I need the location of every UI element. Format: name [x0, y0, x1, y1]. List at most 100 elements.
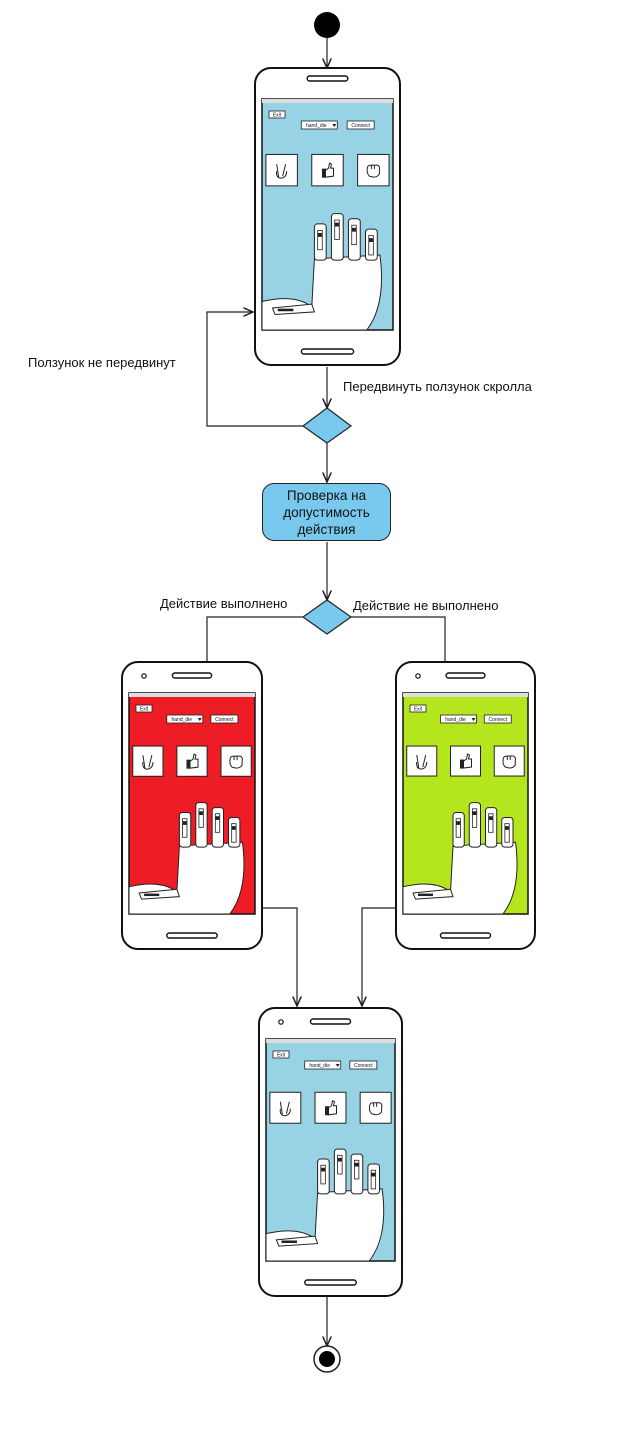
finger-slider-knob [456, 821, 461, 825]
thumb-shape [189, 753, 199, 769]
finger-slider-track [353, 1159, 360, 1180]
finger-slider-knob [199, 811, 203, 815]
device-dropdown [304, 1060, 342, 1070]
peace-icon [279, 1101, 291, 1117]
finger-slider-knob [472, 811, 477, 815]
thumbs-up-icon [460, 753, 472, 769]
thumbs-up-icon [325, 1100, 337, 1116]
peace-icon [416, 754, 428, 770]
chevron-down-icon [197, 718, 202, 721]
gesture-button [359, 1091, 392, 1124]
exit-button-label: Exit [273, 113, 282, 119]
exit-button [268, 110, 286, 119]
peace-icon [142, 755, 154, 770]
gesture-button [314, 1091, 347, 1124]
finger-slider-track [488, 813, 494, 833]
fist-shape [502, 755, 516, 769]
thumb-shape [325, 162, 334, 178]
chevron-down-icon [471, 718, 476, 721]
finger-slider-track [198, 808, 204, 828]
exit-button-label: Exit [140, 707, 149, 713]
finger-slider-track [231, 823, 237, 843]
device-dropdown [300, 120, 338, 130]
decision-diamond-result [301, 599, 353, 635]
finger-slider-knob [317, 232, 322, 237]
fist-icon [368, 1102, 383, 1116]
finger-slider-knob [182, 821, 187, 825]
finger-slider-track [182, 818, 188, 838]
connect-button [483, 714, 512, 724]
gesture-button [132, 745, 164, 777]
edge-action-done [206, 616, 303, 662]
finger-slider-track [351, 224, 357, 246]
label-action-not-done: Действие не выполнено [353, 598, 499, 613]
finger-slider-knob [321, 1167, 325, 1172]
peace-shape [142, 755, 154, 770]
home-button [439, 932, 492, 939]
edge-red-to-final [260, 907, 297, 1006]
process-check-action: Проверка на допустимость действия [262, 483, 391, 541]
connect-button-label: Connect [488, 717, 507, 723]
process-check-action-text: Проверка на допустимость действия [283, 487, 370, 537]
phone-action-done: Exit hand_die Connect [121, 661, 263, 950]
thumb-slider [281, 1240, 297, 1243]
device-dropdown-value: hand_die [309, 1063, 330, 1069]
finger-slider-knob [215, 816, 220, 820]
thumb-slider [418, 893, 433, 897]
finger-slider-knob [334, 222, 339, 227]
connect-button [349, 1060, 378, 1070]
exit-button [409, 704, 427, 713]
fist-icon [229, 755, 243, 769]
peace-shape [276, 164, 288, 179]
hand-illustration [128, 802, 245, 915]
finger-slider-track [455, 818, 461, 838]
connect-button [210, 714, 239, 724]
hand-illustration [265, 1148, 385, 1262]
start-node [314, 12, 340, 38]
speaker-grille [171, 672, 213, 679]
gesture-button [311, 153, 344, 187]
hand-thumb [138, 888, 181, 900]
gesture-button [220, 745, 252, 777]
fist-shape [368, 1102, 383, 1116]
thumbs-up-icon [322, 162, 334, 178]
device-dropdown-value: hand_die [445, 717, 466, 723]
fist-icon [366, 164, 381, 178]
decision-diamond-slider [301, 407, 353, 444]
peace-shape [279, 1101, 291, 1117]
device-dropdown-value: hand_die [172, 717, 193, 723]
finger-slider-track [368, 235, 374, 256]
hand-illustration [261, 213, 383, 331]
camera-dot [415, 673, 421, 679]
label-move-scroll-slider: Передвинуть ползунок скролла [343, 379, 532, 394]
status-bar [129, 693, 255, 697]
finger-slider-track [214, 813, 221, 833]
home-button [166, 932, 218, 939]
speaker-grille [309, 1018, 352, 1025]
gesture-button [450, 745, 481, 777]
device-dropdown [440, 714, 477, 724]
gesture-button [406, 745, 438, 777]
status-bar [403, 693, 528, 697]
device-dropdown [166, 714, 204, 724]
finger-slider-knob [488, 816, 493, 820]
camera-dot [141, 673, 147, 679]
chevron-down-icon [335, 1064, 340, 1067]
peace-icon [276, 164, 288, 179]
finger-slider-knob [231, 826, 236, 830]
gesture-button [176, 745, 208, 777]
finger-slider-track [337, 1154, 343, 1175]
gesture-button [265, 153, 298, 187]
chevron-down-icon [332, 124, 337, 127]
finger-slider-knob [505, 826, 509, 830]
connect-button-label: Connect [215, 717, 234, 723]
camera-dot [278, 1019, 284, 1025]
end-node-core [319, 1351, 335, 1367]
label-slider-not-moved: Ползунок не передвинут [28, 355, 176, 370]
thumb-slider [277, 308, 294, 312]
fist-shape [366, 164, 381, 178]
finger-slider-track [317, 229, 323, 251]
